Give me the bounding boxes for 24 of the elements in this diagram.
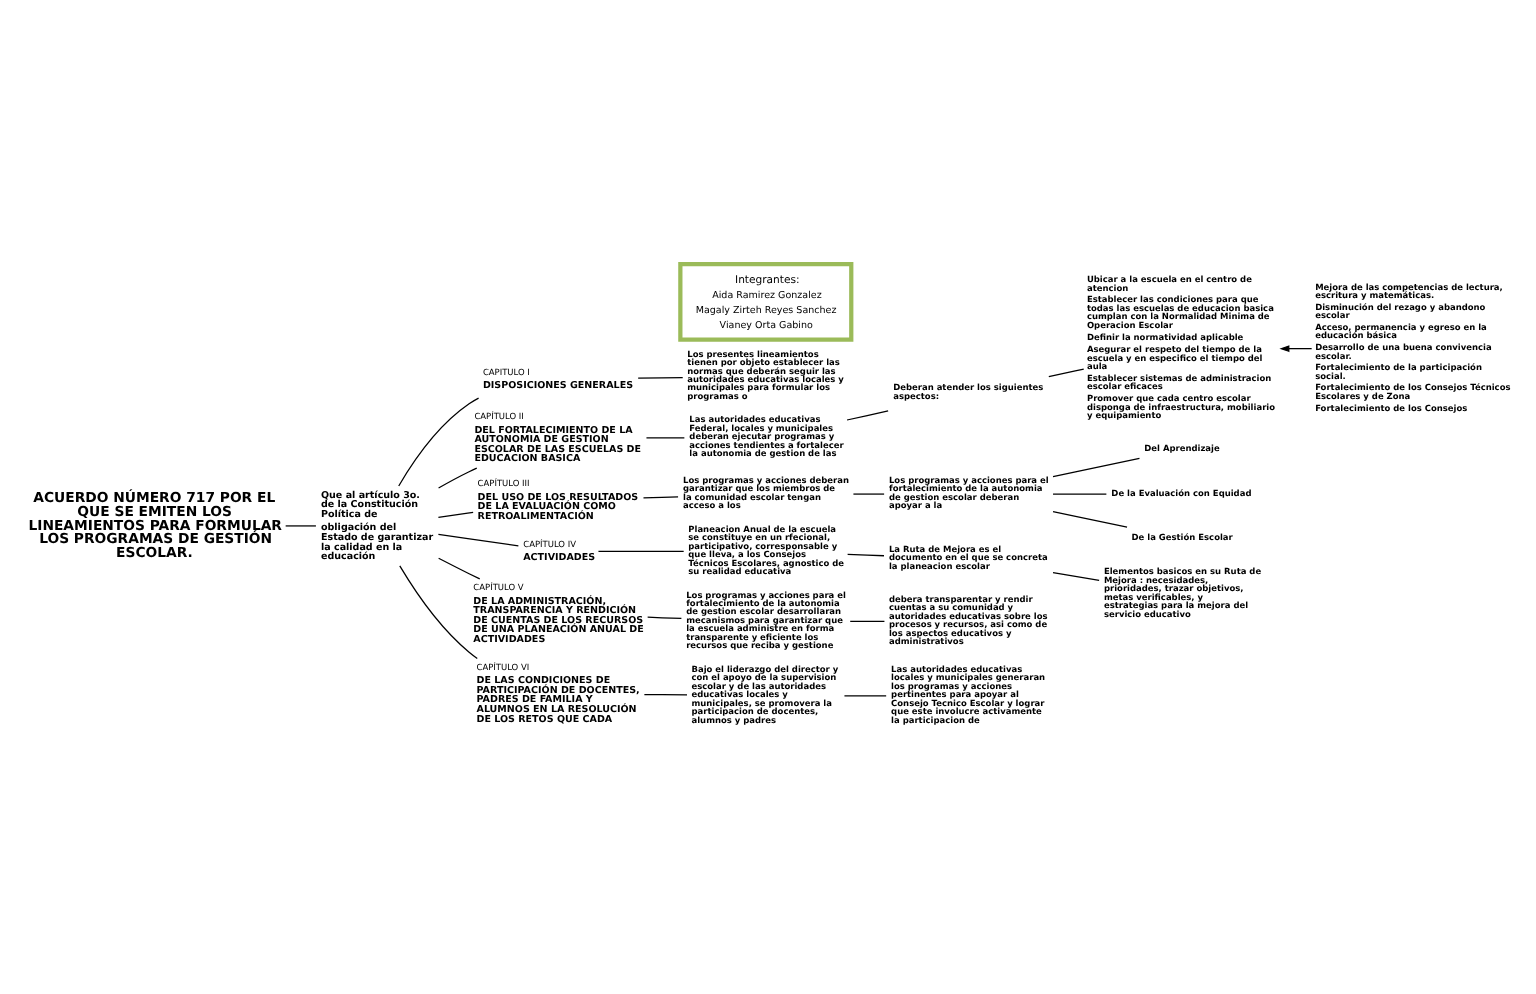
connector	[596, 550, 684, 553]
connector	[1047, 368, 1084, 378]
connector	[437, 557, 480, 580]
connector	[845, 410, 888, 421]
arrow	[1278, 345, 1312, 353]
connector	[1051, 511, 1127, 528]
connector	[398, 565, 477, 660]
connector	[851, 493, 884, 495]
connector	[842, 695, 886, 697]
connector	[848, 620, 885, 623]
connector	[284, 525, 316, 527]
connector	[646, 616, 682, 620]
connector	[436, 533, 518, 547]
connector	[397, 397, 479, 487]
connector	[642, 693, 687, 696]
connector	[436, 467, 477, 489]
connector	[641, 496, 678, 499]
connector	[436, 511, 473, 518]
connector	[846, 553, 884, 557]
connector	[1051, 572, 1099, 581]
connector	[644, 437, 684, 439]
connector	[1051, 457, 1140, 478]
connector	[636, 376, 683, 379]
connector	[1051, 493, 1106, 495]
